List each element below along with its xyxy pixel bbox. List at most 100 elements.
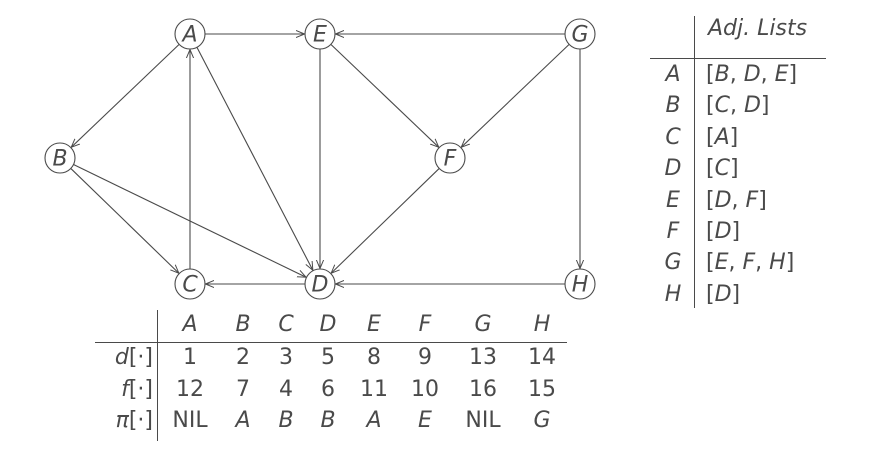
adjacency-list: [C, D] xyxy=(706,93,770,119)
adjacency-list: [A] xyxy=(706,124,739,150)
table-header-rule xyxy=(650,58,826,59)
edges xyxy=(71,34,580,284)
node-d: D xyxy=(304,268,336,300)
node-b: B xyxy=(44,142,76,174)
d-value: 3 xyxy=(279,345,293,370)
adjacency-list: [D] xyxy=(706,281,741,307)
node-circle xyxy=(304,268,336,300)
d-value: 13 xyxy=(469,345,497,370)
adjacency-vertex: D xyxy=(664,156,682,182)
node-label: G xyxy=(571,23,588,48)
f-value: 12 xyxy=(176,377,204,402)
node-g: G xyxy=(564,18,596,50)
adjacency-row: A [B, D, E] xyxy=(650,62,830,93)
row-label-d: d[·] xyxy=(114,345,153,370)
d-value: 14 xyxy=(528,345,556,370)
d-value: 2 xyxy=(236,345,250,370)
adjacency-header: Adj. Lists xyxy=(708,16,808,41)
column-header: H xyxy=(533,312,551,337)
d-value: 1 xyxy=(183,345,197,370)
node-label: B xyxy=(52,147,67,172)
adjacency-list: [E, F, H] xyxy=(706,250,795,276)
column-header: E xyxy=(367,312,381,337)
adjacency-list: [D, F] xyxy=(706,187,767,213)
adjacency-row: F [D] xyxy=(650,219,830,250)
pi-value: A xyxy=(366,408,382,433)
adjacency-row: D [C] xyxy=(650,156,830,187)
table-vertical-rule xyxy=(157,310,158,441)
adjacency-vertex: B xyxy=(665,93,681,119)
f-value: 10 xyxy=(411,377,439,402)
adjacency-list: [B, D, E] xyxy=(706,62,798,87)
column-header: G xyxy=(474,312,492,337)
adjacency-row: G [E, F, H] xyxy=(650,250,830,281)
d-value: 8 xyxy=(367,345,381,370)
f-value: 7 xyxy=(236,377,250,402)
edge-g-to-f xyxy=(461,43,570,147)
node-h: H xyxy=(564,268,596,300)
f-value: 6 xyxy=(321,377,335,402)
node-e: E xyxy=(304,18,336,50)
node-a: A xyxy=(174,18,206,50)
adjacency-row: B [C, D] xyxy=(650,93,830,124)
directed-graph: A B C D E F G H xyxy=(44,18,596,300)
edge-a-to-d xyxy=(196,47,313,270)
node-f: F xyxy=(434,142,466,174)
adjacency-row: H [D] xyxy=(650,282,830,313)
pi-value: B xyxy=(320,408,336,433)
node-circle xyxy=(174,18,206,50)
adjacency-list: [C] xyxy=(706,156,739,182)
node-circle xyxy=(564,18,596,50)
d-value: 5 xyxy=(321,345,335,370)
edge-b-to-c xyxy=(70,168,179,273)
row-label-pi: π[·] xyxy=(115,408,153,433)
f-value: 4 xyxy=(279,377,293,402)
edge-f-to-d xyxy=(331,168,440,273)
nodes: A B C D E F G H xyxy=(44,18,596,300)
table-vertical-rule xyxy=(694,16,695,308)
node-circle xyxy=(564,268,596,300)
adjacency-vertex: E xyxy=(666,187,680,213)
pi-value: B xyxy=(278,408,294,433)
node-label: D xyxy=(312,273,329,298)
node-label: A xyxy=(180,23,197,48)
f-value: 15 xyxy=(528,377,556,402)
adjacency-table: Adj. Lists A [B, D, E] B [C, D] C [A] D [C] E [D,… xyxy=(650,14,830,308)
adjacency-vertex: C xyxy=(665,124,681,150)
node-circle xyxy=(434,142,466,174)
pi-value: E xyxy=(418,408,432,433)
row-label-f: f[·] xyxy=(121,377,153,402)
table-header-rule xyxy=(95,342,567,343)
pi-value: NIL xyxy=(172,408,208,433)
f-value: 16 xyxy=(469,377,497,402)
f-value: 11 xyxy=(360,377,388,402)
adjacency-vertex: A xyxy=(665,62,681,87)
column-header: A xyxy=(182,312,198,337)
column-header: D xyxy=(319,312,337,337)
adjacency-vertex: H xyxy=(664,281,682,307)
column-header: F xyxy=(418,312,432,337)
node-c: C xyxy=(174,268,206,300)
pi-value: G xyxy=(533,408,551,433)
adjacency-row: E [D, F] xyxy=(650,188,830,219)
edge-a-to-b xyxy=(71,43,180,147)
edge-e-to-f xyxy=(330,43,439,147)
node-circle xyxy=(304,18,336,50)
pi-value: A xyxy=(235,408,251,433)
adjacency-vertex: F xyxy=(666,219,680,244)
column-header: B xyxy=(235,312,251,337)
node-label: C xyxy=(182,273,198,298)
node-label: E xyxy=(313,23,327,48)
node-circle xyxy=(174,268,206,300)
pi-value: NIL xyxy=(465,408,501,433)
node-label: H xyxy=(572,273,589,298)
adjacency-vertex: G xyxy=(664,250,682,276)
d-value: 9 xyxy=(418,345,432,370)
node-circle xyxy=(44,142,76,174)
node-label: F xyxy=(444,147,457,172)
column-header: C xyxy=(278,312,294,337)
adjacency-list: [D] xyxy=(706,219,741,244)
adjacency-row: C [A] xyxy=(650,125,830,156)
